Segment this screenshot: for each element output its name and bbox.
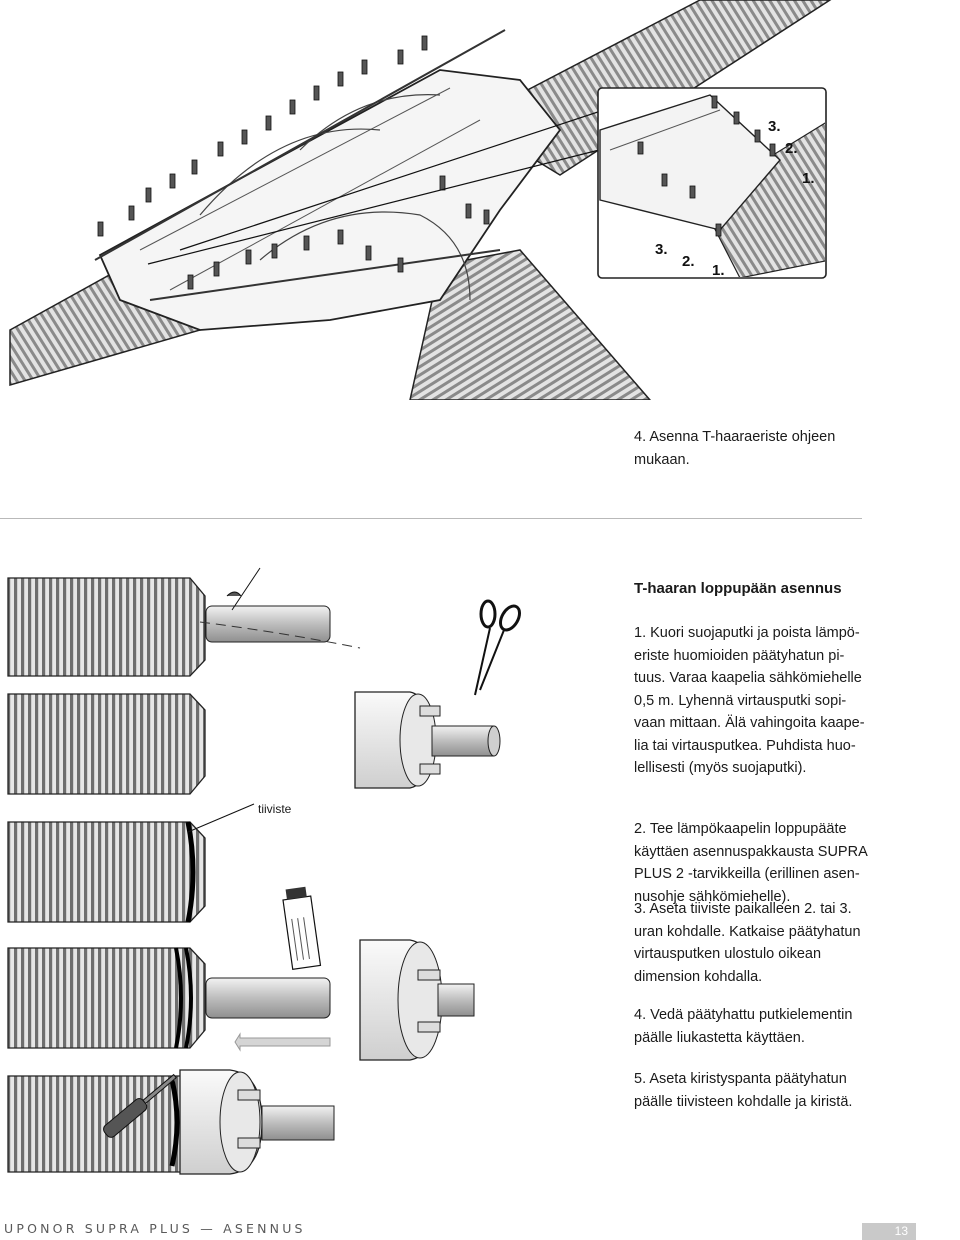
section-heading: T-haaran loppupään asennus xyxy=(634,580,842,597)
end-cap-illustration: tiiviste xyxy=(7,567,521,1175)
inset-number-1-lower: 1. xyxy=(712,262,725,279)
seal-label: tiiviste xyxy=(258,802,292,816)
inset-number-1-upper: 1. xyxy=(802,170,815,187)
inset-number-3-upper: 3. xyxy=(768,118,781,135)
section-divider xyxy=(0,518,862,519)
step-2: 2. Tee lämpökaapelin loppupääte käyttäen… xyxy=(634,821,867,905)
step-4: 4. Vedä päätyhattu putkielementin päälle… xyxy=(634,1007,853,1046)
inset-number-2-lower: 2. xyxy=(682,253,695,270)
step-5: 5. Aseta kiristyspanta päätyhatun päälle… xyxy=(634,1071,853,1110)
inset-number-3-lower: 3. xyxy=(655,241,668,258)
page-number: 13 xyxy=(862,1223,916,1240)
footer-title: UPONOR SUPRA PLUS — ASENNUS xyxy=(4,1221,306,1236)
step-3: 3. Aseta tiiviste paikalleen 2. tai 3. u… xyxy=(634,901,861,985)
t-branch-illustration: 3. 2. 1. 3. 2. 1. xyxy=(9,0,832,400)
inset-number-2-upper: 2. xyxy=(785,140,798,157)
step-top-text: 4. Asenna T-haaraeriste ohjeen mukaan. xyxy=(634,429,836,468)
step-1: 1. Kuori suojaputki ja poista lämpö-eris… xyxy=(634,625,865,776)
